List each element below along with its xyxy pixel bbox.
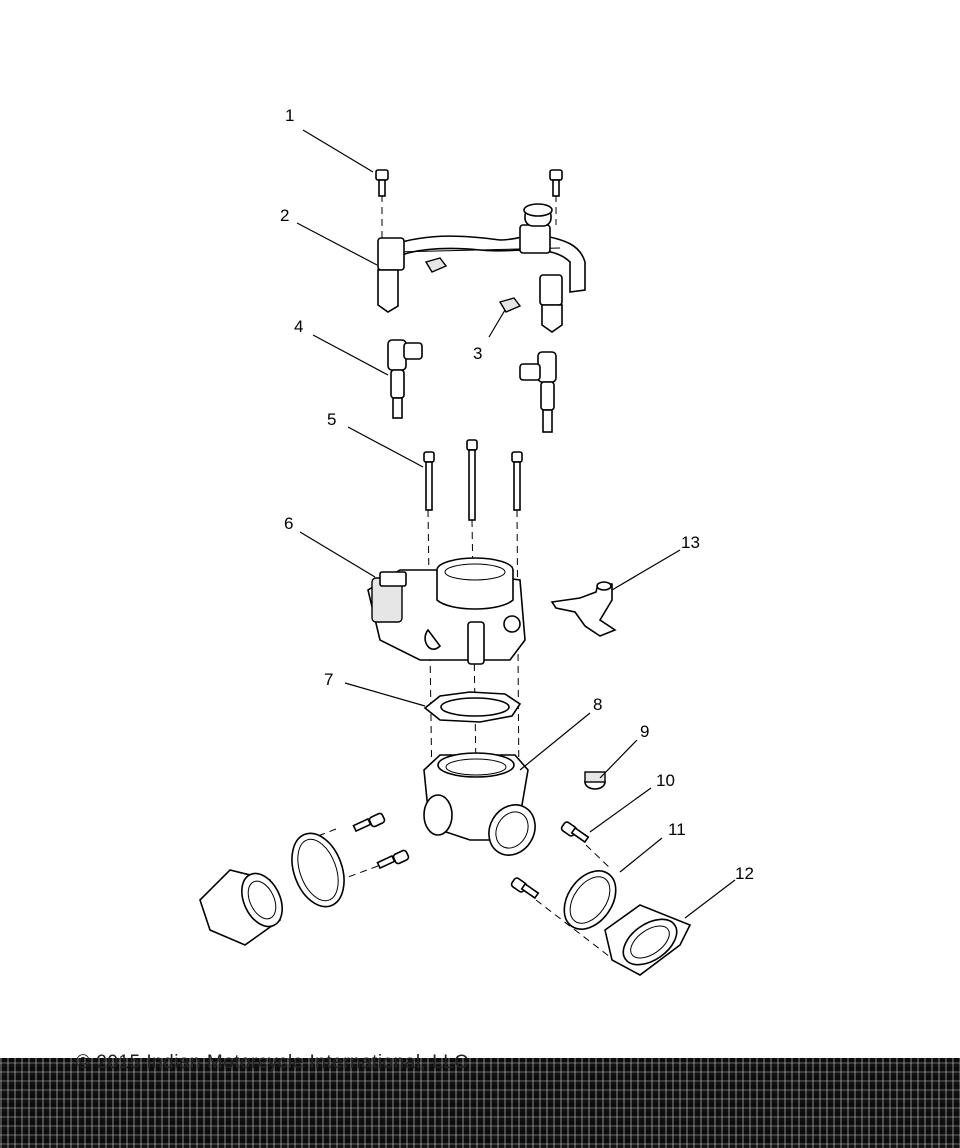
adapter-12 bbox=[604, 904, 692, 976]
intake-manifold bbox=[423, 752, 536, 856]
bracket bbox=[550, 581, 617, 637]
long-bolts bbox=[423, 439, 523, 521]
fuel-injector-left bbox=[387, 339, 423, 419]
callout-5: 5 bbox=[327, 410, 336, 429]
left-clamp bbox=[291, 832, 345, 908]
left-adapter bbox=[199, 869, 283, 946]
fuel-rail bbox=[377, 203, 586, 333]
callout-8: 8 bbox=[593, 695, 602, 714]
screw-1 bbox=[375, 169, 389, 197]
exploded-parts-diagram: 1 2 3 4 5 6 7 8 9 10 11 12 13 bbox=[199, 106, 754, 976]
callout-13: 13 bbox=[681, 533, 700, 552]
callout-6: 6 bbox=[284, 514, 293, 533]
callout-4: 4 bbox=[294, 317, 303, 336]
clamp-11 bbox=[563, 870, 617, 930]
callout-11: 11 bbox=[668, 820, 686, 839]
callout-10: 10 bbox=[656, 771, 675, 790]
callout-3: 3 bbox=[473, 344, 482, 363]
footer-noise-band bbox=[0, 1058, 960, 1148]
copyright-notice: © 2015 Indian Motorcycle International, … bbox=[76, 1052, 469, 1073]
callout-9: 9 bbox=[640, 722, 649, 741]
callout-12: 12 bbox=[735, 864, 754, 883]
nut bbox=[584, 771, 606, 790]
callout-2: 2 bbox=[280, 206, 289, 225]
gasket bbox=[423, 691, 522, 723]
screw-1b bbox=[549, 169, 563, 197]
left-screws bbox=[352, 812, 410, 870]
callout-7: 7 bbox=[324, 670, 333, 689]
throttle-body bbox=[367, 557, 526, 665]
clip bbox=[424, 257, 522, 313]
leader-lines bbox=[296, 129, 736, 919]
fuel-injector-right bbox=[519, 351, 557, 433]
callout-1: 1 bbox=[285, 106, 294, 125]
screw-10 bbox=[510, 821, 590, 900]
